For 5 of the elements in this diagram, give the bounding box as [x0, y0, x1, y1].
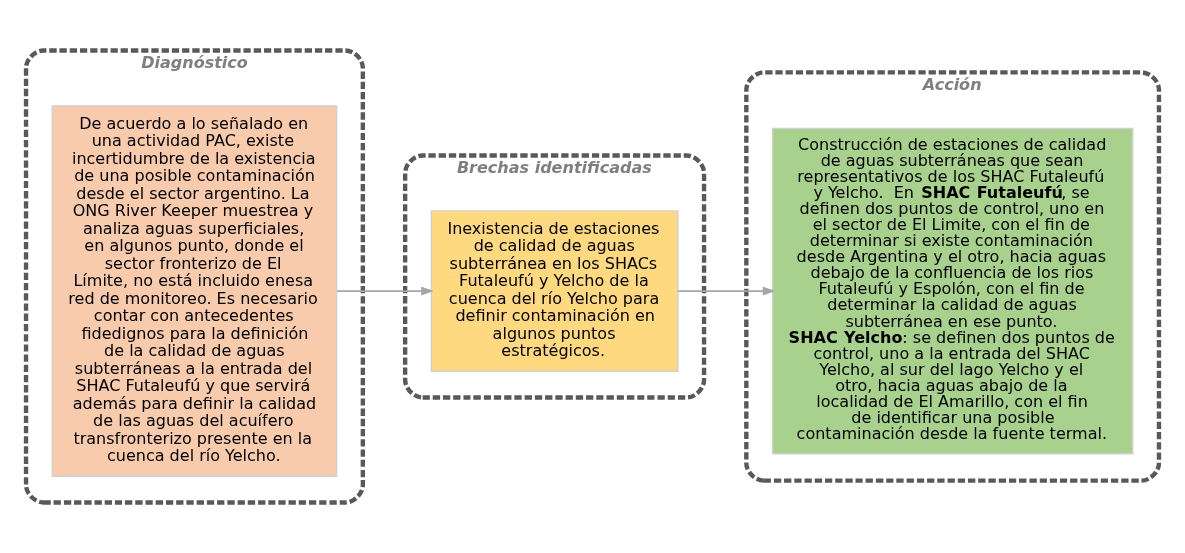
arrow — [336, 286, 434, 296]
arrow — [676, 286, 776, 296]
node-box: Inexistencia de estaciones de calidad de aguas subterránea en los SHACs Futaleufú y Yelcho de la cuenca del río Yelcho para definir contaminación en algunos puntos estratégicos. — [430, 210, 679, 372]
node-box: Construcción de estaciones de calidad de aguas subterráneas que sean representativos de los SHAC Futaleufú y Yelcho. En SHAC Futaleufú, se definen dos puntos de control, uno en el sector de El Limite, con el fin de determinar si existe contaminación desde Argentina y el otro, hacia aguas debajo de la confluencia de los rios Futaleufú y Espolón, con el fin de determinar la calidad de aguas subterránea en ese punto. SHAC Yelcho: se definen dos puntos de control, uno a la entrada del SHAC Yelcho, al sur del lago Yelcho y el otro, hacia aguas abajo de la localidad de El Amarillo, con el fin de identificar una posible contaminación desde la fuente termal. — [771, 127, 1134, 455]
node-box: De acuerdo a lo señalado en una actividad PAC, existe incertidumbre de la existencia de una posible contaminación desde el sector argentino. La ONG River Keeper muestrea y analiza aguas superficiales, en algunos punto, donde el sector fronterizo de El Límite, no está incluido enesa red de monitoreo. Es necesario contar con antecedentes fidedignos para la definición de la calidad de aguas subterráneas a la entrada del SHAC Futaleufú y que servirá además para definir la calidad de las aguas del acuífero transfronterizo presente en la cuenca del río Yelcho. — [51, 105, 338, 477]
